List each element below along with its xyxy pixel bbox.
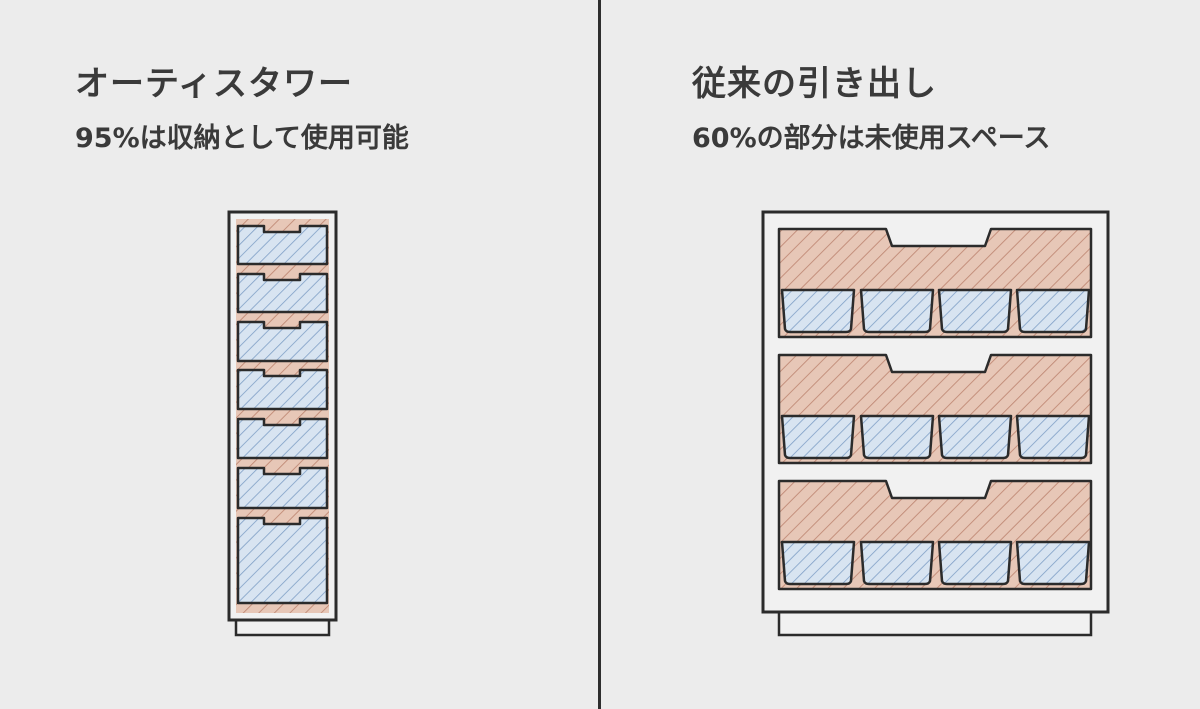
drawer-bin: [859, 288, 935, 334]
tower-cabinet: [227, 210, 338, 637]
drawer-bin: [1015, 540, 1091, 586]
left-panel-title: オーティスタワー: [75, 64, 353, 104]
tower-base: [234, 618, 331, 637]
tower-drawer: [236, 224, 329, 266]
cabinet-drawer: [777, 479, 1093, 591]
drawer-bin: [859, 540, 935, 586]
tower-drawer: [236, 272, 329, 314]
left-panel-subtitle: 95%は収納として使用可能: [75, 123, 409, 154]
center-divider: [598, 0, 601, 709]
tower-drawer: [236, 516, 329, 605]
drawer-bin: [937, 288, 1013, 334]
drawer-bin: [1015, 288, 1091, 334]
drawer-bin: [859, 414, 935, 460]
drawer-bin: [780, 414, 856, 460]
drawer-bin: [780, 288, 856, 334]
drawer-bin: [780, 540, 856, 586]
cabinet-drawer: [777, 227, 1093, 339]
cabinet-drawer-stack: [777, 227, 1093, 591]
tower-drawer-stack: [236, 224, 329, 605]
tower-drawer: [236, 417, 329, 460]
cabinet-base: [777, 610, 1093, 637]
tower-drawer: [236, 320, 329, 363]
tower-drawer: [236, 368, 329, 411]
tower-drawer: [236, 466, 329, 510]
drawer-bin: [937, 414, 1013, 460]
right-panel-title: 従来の引き出し: [692, 64, 937, 104]
cabinet-drawer: [777, 353, 1093, 465]
drawer-bin: [1015, 414, 1091, 460]
traditional-cabinet: [761, 210, 1110, 637]
drawer-bin: [937, 540, 1013, 586]
right-panel-subtitle: 60%の部分は未使用スペース: [692, 123, 1051, 154]
